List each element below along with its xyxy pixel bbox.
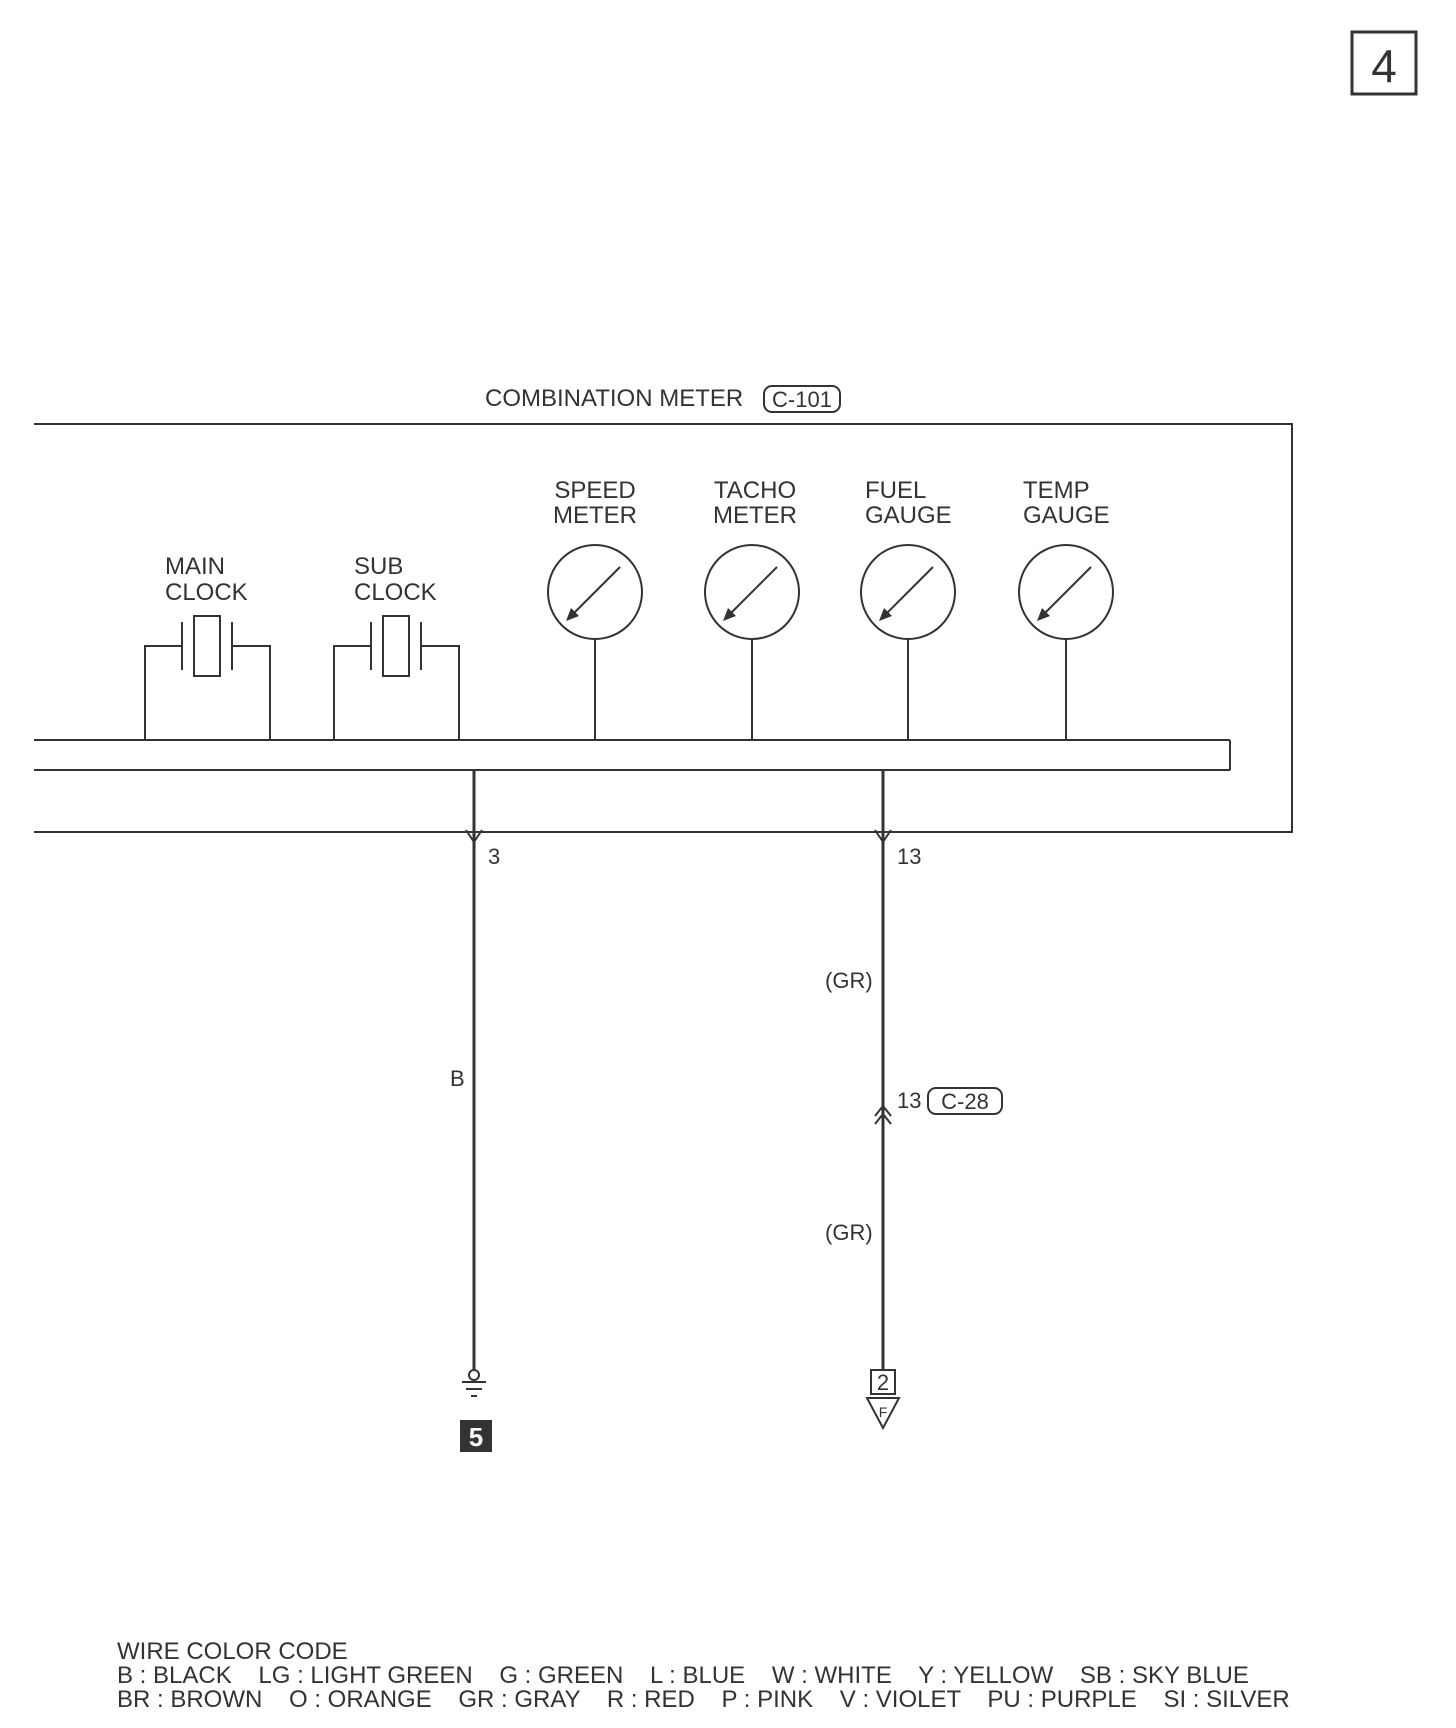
right-pin-number: 13 — [897, 844, 921, 869]
fuel-gauge-label-1: FUEL — [865, 477, 926, 504]
fuel-gauge — [860, 544, 956, 740]
ground-icon — [462, 1369, 486, 1397]
junction-pin-number: 13 — [897, 1088, 921, 1113]
fuel-gauge-label-2: GAUGE — [865, 502, 952, 529]
main-clock-label-1: MAIN — [165, 553, 225, 580]
left-wire-color: B — [450, 1066, 465, 1091]
main-clock-label-2: CLOCK — [165, 579, 248, 606]
continuation-ref-number: 2 — [877, 1370, 889, 1395]
sub-clock-label-2: CLOCK — [354, 579, 437, 606]
temp-gauge — [1018, 544, 1114, 740]
sub-clock-label-1: SUB — [354, 553, 403, 580]
continuation-arrow-icon: F — [865, 1397, 901, 1431]
tacho-meter-label-1: TACHO — [714, 477, 796, 504]
junction-connector-label: C-28 — [941, 1089, 989, 1114]
meter-title: COMBINATION METER — [485, 385, 743, 412]
right-wire-color-upper: (GR) — [825, 968, 873, 993]
meter-connector-tag: C-101 — [763, 385, 841, 413]
speed-meter-gauge — [547, 544, 643, 740]
legend-title: WIRE COLOR CODE — [117, 1638, 348, 1665]
left-pin-number: 3 — [488, 844, 500, 869]
page-number: 4 — [1371, 40, 1397, 92]
temp-gauge-label-1: TEMP — [1023, 477, 1090, 504]
ground-ref-box — [460, 1420, 492, 1452]
ground-ref-number: 5 — [469, 1422, 483, 1452]
continuation-ref-box: 2 — [870, 1369, 896, 1395]
speed-meter-label-1: SPEED — [554, 477, 635, 504]
right-wire-color-lower: (GR) — [825, 1220, 873, 1245]
legend-row-2: BR : BROWN O : ORANGE GR : GRAY R : RED … — [117, 1686, 1290, 1713]
continuation-letter: F — [879, 1404, 888, 1420]
meter-outline — [34, 423, 1293, 833]
wire-left — [465, 770, 483, 1370]
main-clock-crystal — [144, 615, 271, 740]
temp-gauge-label-2: GAUGE — [1023, 502, 1110, 529]
tacho-meter-label-2: METER — [713, 502, 797, 529]
meter-connector-label: C-101 — [772, 387, 832, 412]
wire-right — [874, 770, 892, 1370]
page-number-box: 4 — [1350, 30, 1418, 96]
sub-clock-crystal — [333, 615, 460, 740]
tacho-meter-gauge — [704, 544, 800, 740]
junction-connector-tag: C-28 — [927, 1087, 1003, 1115]
speed-meter-label-2: METER — [553, 502, 637, 529]
meter-bus — [34, 739, 1231, 771]
legend-row-1: B : BLACK LG : LIGHT GREEN G : GREEN L :… — [117, 1662, 1249, 1689]
